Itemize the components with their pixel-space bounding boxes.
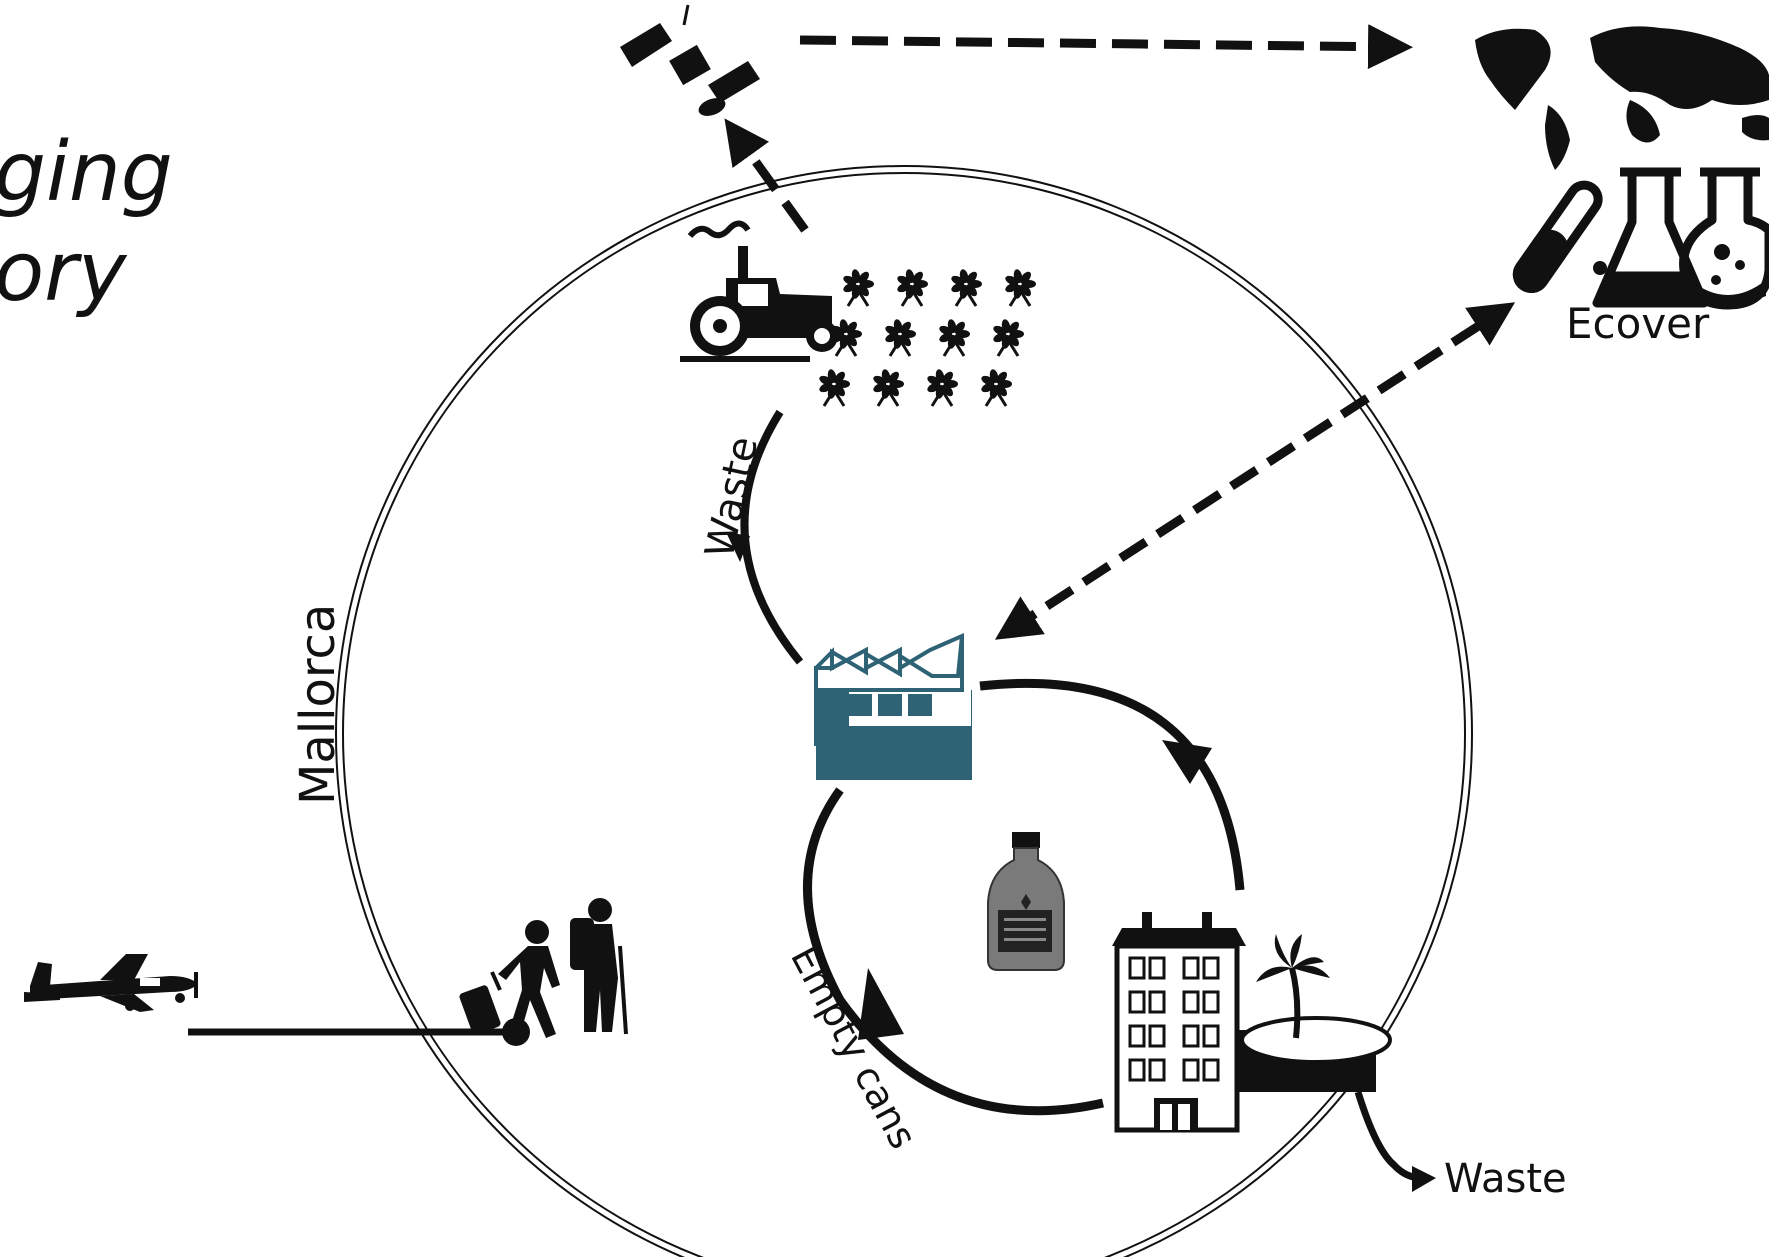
crop-plant xyxy=(981,369,1012,407)
hotel-window xyxy=(1128,1024,1146,1048)
world-map-icon xyxy=(1475,26,1769,170)
airplane-icon xyxy=(24,954,198,1012)
airplane-connection-endpoint xyxy=(502,1018,530,1046)
factory-ecover-arrow xyxy=(994,302,1516,640)
pool-waste-arrow xyxy=(1354,1090,1423,1182)
hotel-window xyxy=(1128,990,1146,1014)
hotel-window xyxy=(1182,990,1200,1014)
crop-plant xyxy=(951,269,982,307)
crop-plant xyxy=(927,369,958,407)
hotel-window xyxy=(1202,990,1220,1014)
region-label: Mallorca xyxy=(290,604,346,805)
detergent-bottle-icon xyxy=(987,832,1065,971)
tourists-icon xyxy=(459,898,628,1038)
tractor-icon xyxy=(680,220,838,362)
hotel-window xyxy=(1202,956,1220,980)
crop-plant xyxy=(831,319,862,357)
satellite-to-world-arrow xyxy=(799,24,1413,70)
crop-plant xyxy=(1005,269,1036,307)
crop-field-icon xyxy=(819,269,1036,407)
pool-palm-icon xyxy=(1238,934,1392,1092)
crop-plant xyxy=(843,269,874,307)
factory-icon xyxy=(814,632,972,780)
crop-plant xyxy=(885,319,916,357)
title-fragment-1: ging xyxy=(0,125,173,220)
empty-cans-arrow xyxy=(803,787,1104,1116)
crop-plant xyxy=(897,269,928,307)
hotel-window xyxy=(1148,990,1166,1014)
satellite-icon xyxy=(620,4,760,116)
pool-waste-arrowhead xyxy=(1412,1166,1436,1192)
empty-cans-arrowhead xyxy=(858,968,904,1040)
hotel-window xyxy=(1148,1058,1166,1082)
lab-glassware-icon xyxy=(1512,167,1769,310)
crop-plant xyxy=(939,319,970,357)
hotel-window xyxy=(1128,956,1146,980)
hotel-window xyxy=(1128,1058,1146,1082)
farm-to-satellite-arrow xyxy=(724,118,809,233)
empty-cans-label: Empty cans xyxy=(782,939,925,1156)
hotel-window xyxy=(1202,1058,1220,1082)
crop-plant xyxy=(993,319,1024,357)
crop-plant xyxy=(873,369,904,407)
waste-top-label: Waste xyxy=(697,433,767,563)
crop-plant xyxy=(819,369,850,407)
hotel-window xyxy=(1182,1058,1200,1082)
hotel-building-icon xyxy=(1112,912,1246,1133)
title-fragment-2: ory xyxy=(0,225,127,320)
waste-bottom-label: Waste xyxy=(1444,1156,1567,1202)
island-boundary xyxy=(335,165,1473,1257)
hotel-window xyxy=(1202,1024,1220,1048)
hotel-window xyxy=(1148,1024,1166,1048)
hotel-window xyxy=(1182,1024,1200,1048)
hotel-window xyxy=(1182,956,1200,980)
company-label: Ecover xyxy=(1566,299,1710,348)
farm-waste-arrowhead xyxy=(726,532,750,562)
hotel-window xyxy=(1148,956,1166,980)
factory-to-hotel-arrowhead xyxy=(1162,740,1212,784)
factory-to-hotel-arrow xyxy=(979,678,1245,891)
